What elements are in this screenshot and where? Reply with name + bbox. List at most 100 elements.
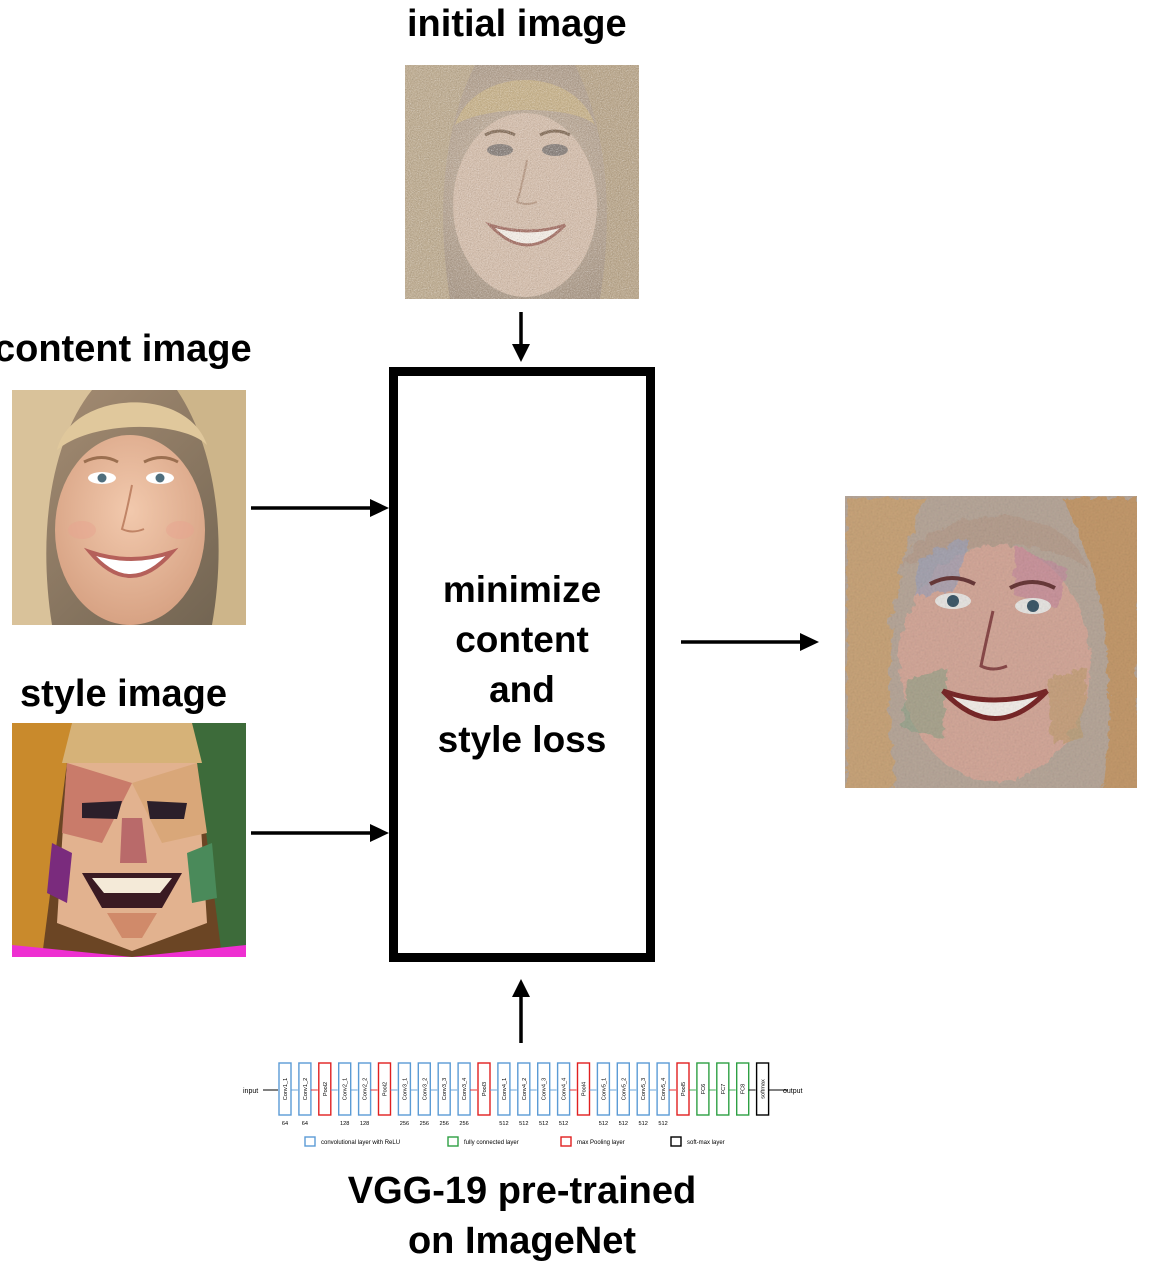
box-line-3: and — [489, 668, 555, 710]
vgg-layer-conv5_2 — [616, 1062, 630, 1116]
vgg-layers: Conv1_1 64 Conv1_2 64 Pool2 Conv2_1 128 Conv2_2… — [263, 1062, 788, 1127]
vgg-caption: VGG-19 pre-trained on ImageNet — [277, 1166, 767, 1266]
vgg-layer-fc7 — [716, 1062, 730, 1116]
vgg-layer-conv4_2 — [517, 1062, 531, 1116]
box-line-4: style loss — [437, 718, 607, 760]
vgg-layer-label: FC8 — [741, 1084, 747, 1095]
vgg-layer-size: 512 — [619, 1121, 628, 1127]
vgg-layer-size: 512 — [519, 1121, 528, 1127]
output-stylized-face-illustration — [845, 496, 1137, 788]
vgg-layer-label: FC6 — [701, 1084, 707, 1095]
vgg-layer-conv3_3 — [437, 1062, 451, 1116]
vgg-layer-label: Conv5_1 — [601, 1078, 607, 1100]
vgg-layer-label: Conv3_1 — [402, 1078, 408, 1100]
vgg-layer-label: Pool2 — [323, 1082, 329, 1096]
vgg-layer-size: 64 — [282, 1121, 288, 1127]
vgg-layer-pool2 — [377, 1062, 392, 1116]
vgg-layer-softmax — [755, 1062, 770, 1116]
vgg-layer-conv4_1 — [497, 1062, 511, 1116]
box-text: minimize content and style loss — [438, 565, 607, 765]
vgg-layer-pool3 — [477, 1062, 491, 1116]
vgg-layer-label: Conv4_3 — [542, 1078, 548, 1100]
vgg-layer-size: 256 — [420, 1121, 429, 1127]
vgg-layer-size: 512 — [658, 1121, 667, 1127]
vgg-layer-size: 256 — [459, 1121, 468, 1127]
vgg-layer-label: Conv4_1 — [502, 1078, 508, 1100]
vgg-layer-label: Conv5_2 — [621, 1078, 627, 1100]
vgg-layer-conv5_3 — [636, 1062, 650, 1116]
vgg-legend-swatch-conv — [304, 1136, 316, 1147]
vgg-layer-label: Conv2_2 — [363, 1078, 369, 1100]
vgg-layer-conv3_1 — [397, 1062, 412, 1116]
vgg-layer-conv3_2 — [417, 1062, 432, 1116]
initial-image-label: initial image — [407, 3, 627, 45]
vgg-layer-label: Conv3_3 — [442, 1078, 448, 1100]
content-image-label: content image — [0, 328, 252, 370]
style-painting-illustration — [12, 723, 246, 957]
vgg-layer-label: Conv3_4 — [462, 1078, 468, 1100]
box-line-1: minimize — [442, 568, 602, 610]
vgg-layer-conv1_1 — [278, 1062, 292, 1116]
vgg-layer-pool5 — [676, 1062, 690, 1116]
vgg-layer-conv1_2 — [298, 1062, 312, 1116]
vgg-layer-fc6 — [696, 1062, 710, 1116]
vgg-legend-label-pool: max Pooling layer — [577, 1140, 625, 1146]
vgg-legend-label-softmax: soft-max layer — [687, 1140, 725, 1146]
output-image — [845, 496, 1137, 788]
content-face-illustration — [12, 390, 246, 625]
vgg-layer-size: 128 — [360, 1121, 369, 1127]
vgg-layer-size: 512 — [599, 1121, 608, 1127]
vgg-layer-label: Pool4 — [582, 1082, 588, 1096]
vgg-layer-label: Conv1_2 — [303, 1078, 309, 1100]
vgg-layer-conv4_4 — [556, 1062, 571, 1116]
vgg-layer-label: Conv4_4 — [562, 1078, 568, 1100]
caption-line-1: VGG-19 pre-trained — [347, 1170, 697, 1212]
vgg-output-label: output — [783, 1088, 803, 1095]
initial-face-illustration — [405, 65, 639, 299]
vgg-layer-size: 512 — [639, 1121, 648, 1127]
vgg-layer-size: 128 — [340, 1121, 349, 1127]
vgg-layer-conv2_1 — [337, 1062, 352, 1116]
style-image-label: style image — [20, 673, 227, 715]
vgg-legend-label-fc: fully connected layer — [464, 1140, 519, 1146]
vgg-layer-label: softmax — [761, 1079, 767, 1099]
vgg-layer-label: Conv4_2 — [522, 1078, 528, 1100]
vgg-legend-label-conv: convolutional layer with ReLU — [321, 1140, 400, 1146]
arrow-initial-to-box — [512, 312, 530, 362]
vgg-layer-fc8 — [736, 1062, 750, 1116]
vgg-layer-conv2_2 — [357, 1062, 372, 1116]
vgg-layer-label: Conv5_3 — [641, 1078, 647, 1100]
vgg-layer-size: 512 — [539, 1121, 548, 1127]
vgg-layer-conv4_3 — [537, 1062, 551, 1116]
vgg-legend-swatch-pool — [560, 1136, 572, 1147]
vgg-layer-conv5_1 — [596, 1062, 611, 1116]
vgg-input-label: input — [243, 1088, 258, 1095]
initial-image — [405, 65, 639, 299]
vgg-layer-label: Pool5 — [681, 1082, 687, 1096]
vgg-layer-label: Pool3 — [482, 1082, 488, 1096]
arrow-content-to-box — [251, 499, 389, 517]
box-line-2: content — [455, 618, 589, 660]
vgg-legend-swatch-softmax — [670, 1136, 682, 1147]
vgg-legend: convolutional layer with ReLU fully conne… — [304, 1136, 725, 1147]
vgg-layer-size: 256 — [400, 1121, 409, 1127]
style-image — [12, 723, 246, 957]
arrow-style-to-box — [251, 824, 389, 842]
vgg-layer-size: 512 — [499, 1121, 508, 1127]
vgg-layer-label: Conv2_1 — [343, 1078, 349, 1100]
vgg-layer-label: Pool2 — [383, 1082, 389, 1096]
loss-minimization-box: minimize content and style loss — [389, 367, 655, 962]
vgg-layer-label: Conv3_2 — [422, 1078, 428, 1100]
vgg-layer-size: 512 — [559, 1121, 568, 1127]
caption-line-2: on ImageNet — [407, 1220, 637, 1262]
vgg-layer-label: Conv1_1 — [283, 1078, 289, 1100]
vgg-layer-pool2 — [318, 1062, 332, 1116]
vgg-layer-size: 64 — [302, 1121, 308, 1127]
vgg-layer-label: FC7 — [721, 1084, 727, 1095]
vgg-legend-swatch-fc — [447, 1136, 459, 1147]
vgg-layer-label: Conv5_4 — [661, 1078, 667, 1100]
vgg-layer-size: 256 — [440, 1121, 449, 1127]
content-image — [12, 390, 246, 625]
